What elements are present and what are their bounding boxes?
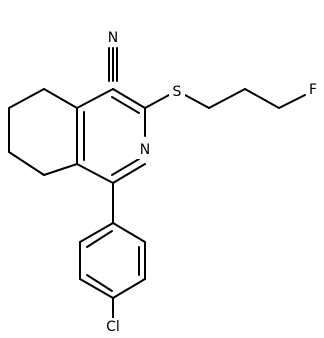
bond-ar4-ar5 [79,278,114,299]
nitrile-nitrogen-label: N [108,30,118,46]
bond-c4a-c5 [43,88,78,109]
bond-ar6-ar1-inner [86,230,113,248]
bond-n2-c1-inner [111,158,140,176]
fluorine-label-bg [306,81,322,99]
bond-layer [8,47,306,319]
atom-label-layer: N N S F Cl [100,29,322,336]
bond-c1-c8a [76,163,114,184]
bond-ar3-ar4 [112,278,146,299]
bond-c5-c6 [8,88,45,109]
bond-s-ch2a [184,94,210,109]
bond-ar1-ar2 [112,222,146,243]
ring-n-label-bg [137,141,153,159]
bond-ch2b-ch2c [244,88,280,109]
fluorine-label: F [309,82,317,98]
chlorine-label: Cl [106,319,120,335]
bond-c3-s [144,94,170,109]
bond-ch2a-ch2b [208,88,246,109]
bond-c4a-c4 [76,88,114,109]
chlorine-label-bg [100,318,126,336]
bond-ch2c-f [278,94,306,109]
bond-c8-c8a [43,163,78,176]
sulfur-label: S [173,84,182,100]
nitrile-n-label-bg [104,29,122,47]
bond-c4-c3 [112,88,146,109]
bond-ar6-ar1 [79,222,114,243]
bond-n2-c1 [112,163,146,184]
ring-nitrogen-label: N [140,142,150,158]
bond-ar4-ar5-inner [86,274,113,292]
sulfur-label-bg [169,83,185,101]
bond-c4-c3-inner [111,96,140,114]
bond-c7-c8 [8,151,45,176]
